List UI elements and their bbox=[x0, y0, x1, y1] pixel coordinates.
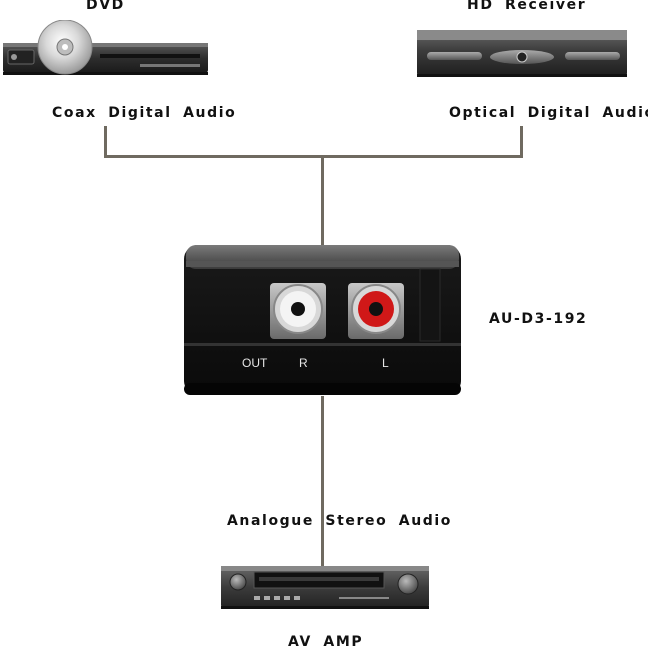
converter-input-wire bbox=[321, 155, 324, 245]
dvd-coax-wire bbox=[104, 126, 107, 157]
hd-receiver bbox=[417, 30, 627, 77]
rca-socket-white bbox=[270, 283, 326, 339]
coax-digital-audio-label: Coax Digital Audio bbox=[52, 105, 237, 121]
av-amplifier bbox=[221, 566, 429, 609]
rca-socket-red bbox=[348, 283, 404, 339]
receiver-optical-wire bbox=[520, 126, 523, 157]
disc-icon bbox=[37, 20, 93, 75]
av-amp-title: AV AMP bbox=[288, 634, 364, 650]
hd-receiver-title: HD Receiver bbox=[467, 0, 587, 13]
port-l-label: L bbox=[382, 356, 389, 370]
port-r-label: R bbox=[299, 356, 308, 370]
optical-digital-audio-label: Optical Digital Audio bbox=[449, 105, 648, 121]
dvd-title: DVD bbox=[86, 0, 125, 13]
au-d3-192-converter bbox=[184, 245, 461, 395]
port-out-label: OUT bbox=[242, 356, 268, 370]
source-bus-wire bbox=[104, 155, 523, 158]
analogue-stereo-audio-label: Analogue Stereo Audio bbox=[227, 513, 453, 529]
dvd-player bbox=[3, 20, 208, 75]
converter-output-wire bbox=[321, 396, 324, 566]
converter-model-label: AU-D3-192 bbox=[489, 311, 588, 327]
